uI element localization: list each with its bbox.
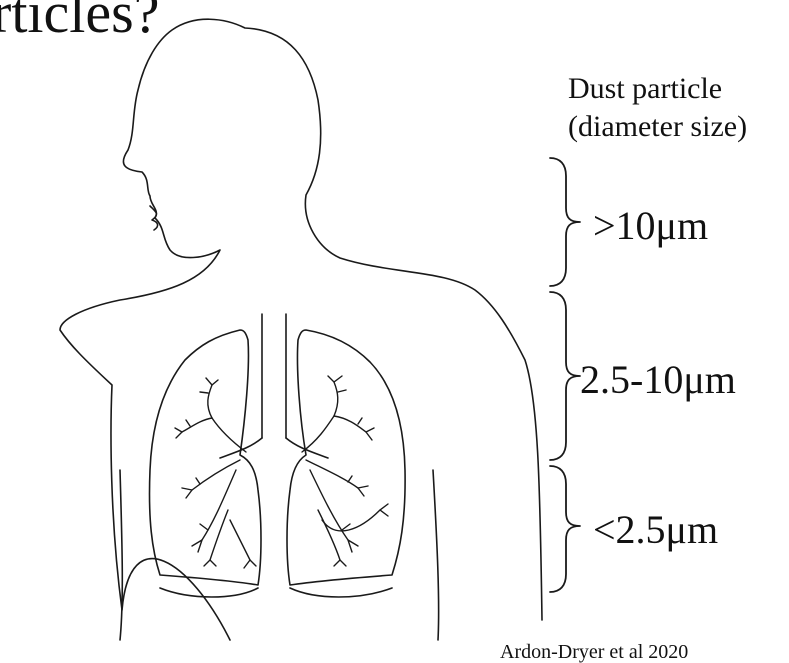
citation: Ardon-Dryer et al 2020 [500,642,688,662]
diaphragm [160,588,392,597]
left-lung [149,330,261,585]
trachea-split [220,438,328,458]
body-silhouette [60,19,542,640]
mouth-detail [150,206,158,230]
right-arm-line [433,470,439,640]
legend-title-line-1: Dust particle [568,70,747,108]
legend-title: Dust particle (diameter size) [568,70,747,145]
right-lung [287,330,405,585]
left-bronchial-tree [175,378,256,568]
brace-middle [550,292,580,460]
left-arm-line [120,470,122,640]
legend-title-line-2: (diameter size) [568,108,747,146]
trachea [262,314,286,438]
size-label-large: >10μm [593,206,708,246]
brace-lower [550,466,580,592]
brace-upper [550,158,580,286]
size-label-medium: 2.5-10μm [580,360,736,400]
right-bronchial-tree [302,376,388,566]
size-label-small: <2.5μm [593,510,718,550]
